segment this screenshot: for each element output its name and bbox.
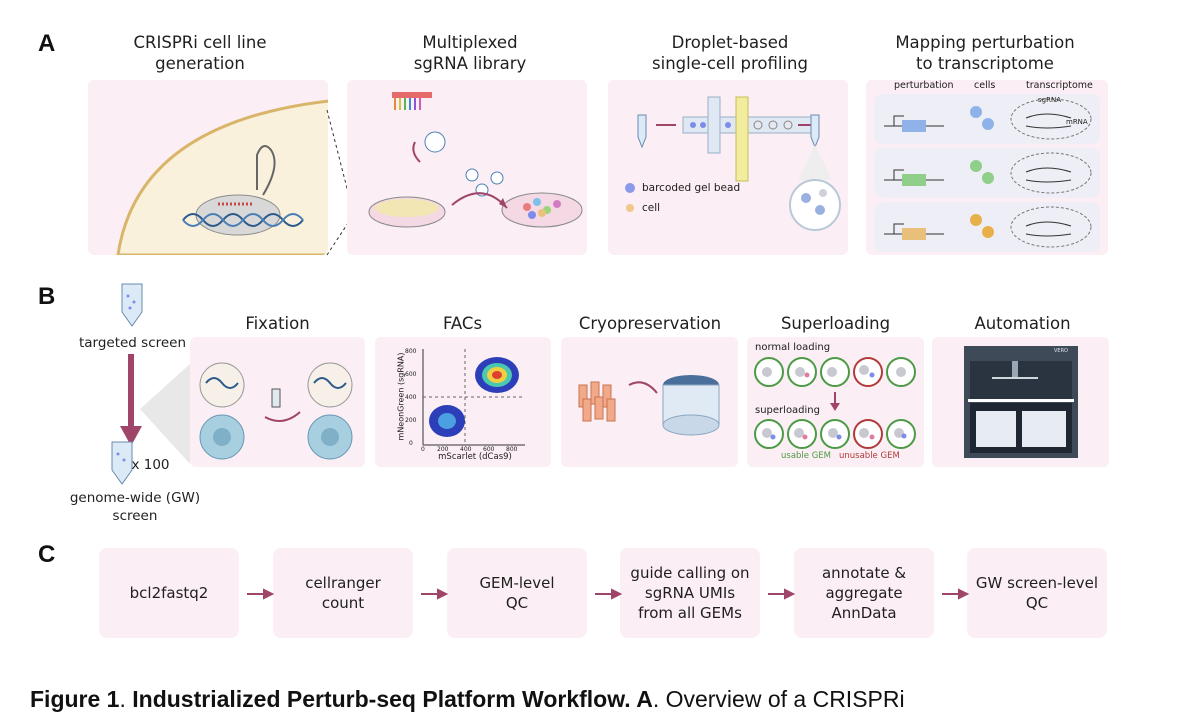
mrna-tag: mRNA (1066, 118, 1088, 126)
cell-label: cell (642, 202, 661, 214)
facs-xtick-600: 600 (483, 446, 495, 453)
caption-separator: . (119, 686, 133, 712)
unusable-gem-label: unusable GEM (839, 451, 900, 461)
step-annotate: annotate & aggregate AnnData (794, 548, 934, 638)
caption-label: Figure 1 (30, 686, 120, 712)
crispri-title: CRISPRi cell line generation (133, 33, 267, 73)
facs-ytick-800: 800 (405, 348, 417, 355)
figure-caption: Figure 1. Industrialized Perturb-seq Pla… (30, 686, 905, 713)
library-illustration (368, 92, 583, 228)
facs-xtick-800: 800 (506, 446, 518, 453)
targeted-tube-icon (121, 283, 143, 327)
perturbation-header: perturbation (894, 80, 954, 91)
cryo-illustration (578, 375, 720, 436)
facs-plot (422, 349, 525, 446)
usable-gem-label: usable GEM (781, 451, 832, 461)
cell-dna-illustration (116, 99, 328, 255)
step-gw-qc: GW screen-level QC (967, 548, 1107, 638)
robot-illustration (964, 346, 1078, 458)
automation-title: Automation (974, 314, 1071, 333)
droplet-title: Droplet-based single-cell profiling (652, 33, 808, 73)
gel-bead-label: barcoded gel bead (642, 182, 741, 194)
sgrna-library-panel (347, 80, 587, 255)
step-cellranger: cellranger count (273, 548, 413, 638)
facs-xtick-0: 0 (421, 446, 425, 453)
cryo-title: Cryopreservation (578, 314, 722, 333)
facs-xtick-400: 400 (460, 446, 472, 453)
mapping-panel: perturbation cells transcriptome sgRNA m… (866, 80, 1108, 255)
gem-illustration (754, 357, 916, 449)
step-bcl2fastq2: bcl2fastq2 (99, 548, 239, 638)
transcriptome-header: transcriptome (1026, 80, 1093, 91)
panel-c-letter: C (38, 541, 56, 568)
step-gem-qc: GEM-level QC (447, 548, 587, 638)
targeted-screen-label: targeted screen (78, 335, 187, 351)
step-guide-calling: guide calling on sgRNA UMIs from all GEM… (620, 548, 760, 638)
facs-ytick-600: 600 (405, 371, 417, 378)
superloading-title: Superloading (780, 314, 891, 333)
facs-panel: mNeonGreen (sgRNA) mScarlet (dCas9) 0 20… (375, 337, 551, 467)
zoom-lines (326, 109, 351, 256)
gw-screen-label: genome-wide (GW) screen (69, 490, 201, 524)
pipeline-arrows (247, 588, 970, 600)
caption-title: Industrialized Perturb-seq Platform Work… (132, 686, 631, 712)
facs-ytick-400: 400 (405, 394, 417, 401)
panel-a-letter: A (38, 30, 56, 57)
sgrna-tag: sgRNA (1038, 96, 1061, 104)
panel-b-letter: B (38, 283, 56, 310)
facs-ytick-0: 0 (409, 440, 413, 447)
caption-panel-a: A (630, 686, 653, 712)
crispri-panel (88, 80, 328, 255)
cells-header: cells (974, 80, 996, 91)
superloading-label: superloading (755, 405, 820, 416)
fixation-illustration (199, 362, 353, 460)
sgrna-library-title: Multiplexed sgRNA library (413, 33, 527, 73)
multiplier-label: x 100 (131, 457, 170, 473)
facs-title: FACs (442, 314, 483, 333)
microfluidic-illustration (625, 96, 841, 231)
fixation-title: Fixation (245, 314, 310, 333)
cryo-panel (561, 337, 738, 467)
gw-tube-icon (111, 441, 133, 485)
caption-rest: . Overview of a CRISPRi (652, 686, 905, 712)
instrument-logo: VERO (1054, 348, 1068, 354)
mapping-title: Mapping perturbation to transcriptome (895, 33, 1075, 73)
mapping-illustration (874, 94, 1100, 252)
fixation-panel (190, 337, 365, 467)
scale-up-arrow (120, 354, 190, 464)
superloading-panel: normal loading superloading usable GEM u… (747, 337, 924, 467)
facs-xtick-200: 200 (437, 446, 449, 453)
facs-ytick-200: 200 (405, 417, 417, 424)
automation-panel: VERO (932, 337, 1109, 467)
facs-xlabel: mScarlet (dCas9) (438, 452, 512, 462)
droplet-panel: barcoded gel bead cell (608, 80, 848, 255)
normal-loading-label: normal loading (755, 342, 831, 353)
